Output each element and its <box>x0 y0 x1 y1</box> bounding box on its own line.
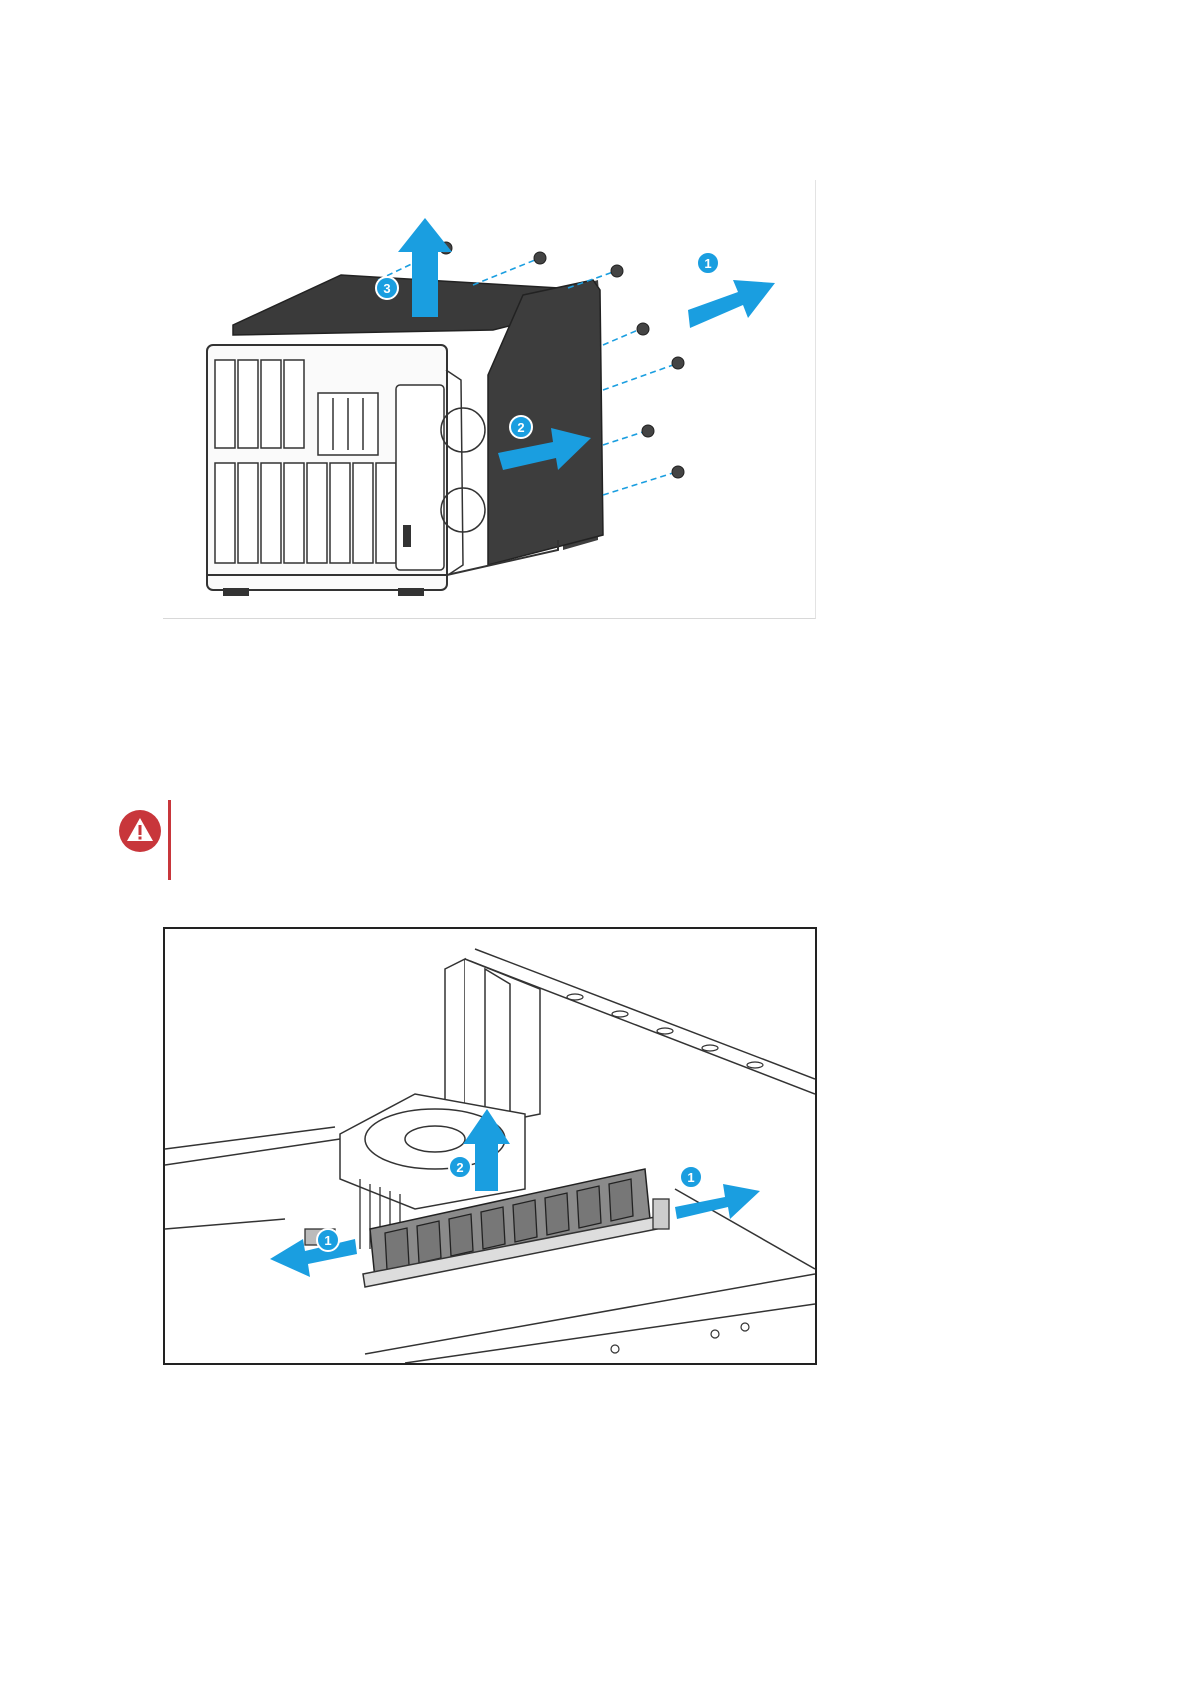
warning-triangle-icon <box>118 809 162 853</box>
warning-accent-bar <box>168 800 171 880</box>
cover-removal-illustration: 3 2 1 <box>163 180 815 618</box>
callout-2: 2 <box>510 416 532 438</box>
svg-text:2: 2 <box>456 1160 463 1175</box>
callout-1-right: 1 <box>680 1166 702 1188</box>
warning-callout <box>118 800 178 880</box>
svg-text:1: 1 <box>704 256 711 271</box>
svg-text:2: 2 <box>517 420 524 435</box>
callout-3: 3 <box>376 277 398 299</box>
svg-text:1: 1 <box>687 1170 694 1185</box>
svg-text:3: 3 <box>383 281 390 296</box>
callout-1: 1 <box>697 252 719 274</box>
memory-removal-figure: 2 1 1 <box>163 927 817 1365</box>
svg-text:1: 1 <box>324 1233 331 1248</box>
cover-removal-figure: 3 2 1 <box>163 180 816 619</box>
callout-1-left: 1 <box>317 1229 339 1251</box>
memory-removal-illustration: 2 1 1 <box>165 929 815 1363</box>
callout-2: 2 <box>449 1156 471 1178</box>
